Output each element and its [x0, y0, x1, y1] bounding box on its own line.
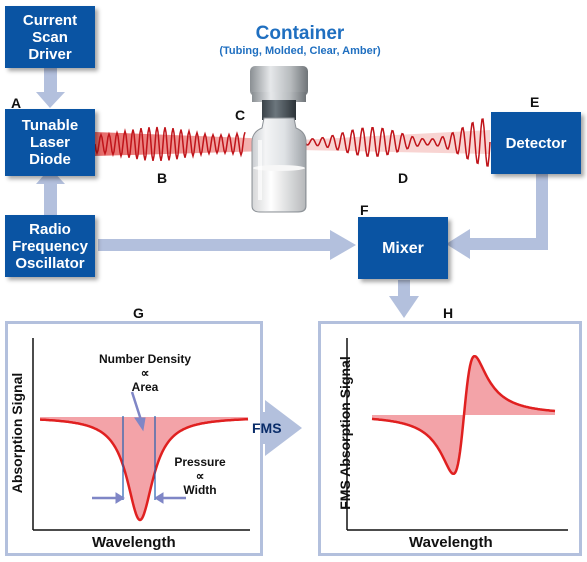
current-scan-driver-box: Current Scan Driver — [5, 6, 95, 68]
panel-h-ylabel: FMS Absorption Signal — [337, 356, 353, 510]
fms-curve — [371, 354, 556, 476]
density-label: Number Density — [98, 352, 192, 366]
fms-positive-lobe — [464, 356, 555, 415]
container-subtitle: (Tubing, Molded, Clear, Amber) — [219, 45, 381, 57]
number-density-annotation: Number Density ∝ Area — [90, 352, 200, 394]
absorption-curve — [40, 417, 249, 522]
panel-h-xlabel: Wavelength — [409, 534, 493, 551]
absorption-area — [40, 417, 248, 520]
tunable-laser-diode-box: Tunable Laser Diode — [5, 109, 95, 176]
fms-label: FMS — [252, 420, 282, 436]
width-label: Width — [183, 483, 217, 497]
detector-box: Detector — [491, 112, 581, 174]
label-c: C — [235, 107, 246, 123]
fms-negative-lobe — [372, 415, 464, 474]
area-label: Area — [131, 380, 159, 394]
pressure-label: Pressure — [174, 455, 226, 469]
label-d: D — [398, 170, 409, 186]
proportional-symbol: ∝ — [140, 366, 150, 380]
container-title: Container — [255, 23, 345, 44]
label-g: G — [133, 305, 144, 321]
proportional-symbol: ∝ — [195, 469, 205, 483]
wave-b — [94, 126, 246, 162]
rf-oscillator-box: Radio Frequency Oscillator — [5, 215, 95, 277]
label-h: H — [443, 305, 454, 321]
pressure-annotation: Pressure ∝ Width — [165, 455, 235, 497]
label-b: B — [157, 170, 168, 186]
mixer-box: Mixer — [358, 217, 448, 279]
label-e: E — [530, 94, 540, 110]
label-f: F — [360, 202, 369, 218]
panel-g-xlabel: Wavelength — [92, 534, 176, 551]
label-a: A — [11, 95, 22, 111]
wave-d — [304, 118, 491, 167]
